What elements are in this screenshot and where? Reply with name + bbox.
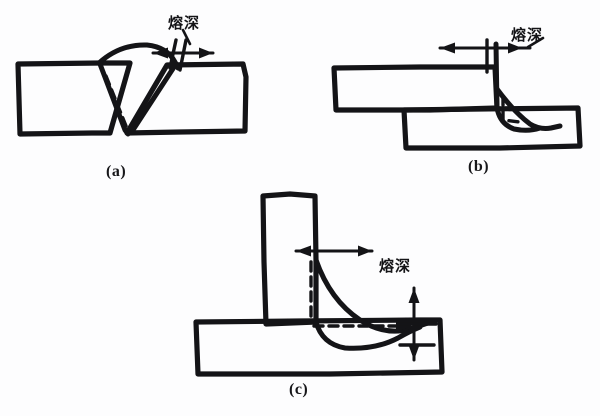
- panel-b-drawing: [331, 36, 583, 151]
- panel-c-drawing: [193, 191, 445, 377]
- panel-c-weld-bead: [313, 257, 431, 334]
- panel-b-weld-toe: [494, 105, 543, 133]
- panel-b-penetration-label: 熔深: [511, 26, 544, 44]
- panel-c-horizontal-plate: [193, 317, 445, 377]
- panel-a-groove-dashed-right: [132, 74, 170, 128]
- panel-a-leader-line: [181, 28, 192, 46]
- panel-c-penetration-label: 熔深: [379, 257, 412, 275]
- panel-c-arrowhead-v-top: [408, 288, 420, 303]
- panel-b-leader-line: [526, 36, 545, 49]
- panel-b-caption: (b): [468, 158, 490, 175]
- panel-b-upper-plate: [331, 64, 500, 113]
- panel-b-upper-plate-edge: [493, 41, 500, 111]
- panel-c-weld-toe: [313, 319, 423, 351]
- panel-a-caption: (a): [106, 163, 127, 180]
- panel-a-arrowhead-left: [153, 47, 168, 59]
- panel-a-witness-tick-right: [178, 38, 188, 72]
- panel-a-right-plate: [124, 61, 249, 136]
- panel-a-fusion-line-left: [97, 61, 131, 137]
- panel-c-arrowhead-h-left: [296, 245, 311, 257]
- panel-b-weld-bead: [494, 86, 563, 131]
- panel-a-groove-dashed-left: [104, 74, 128, 128]
- panel-c-arrowhead-h-right: [358, 245, 372, 257]
- panel-a-witness-tick-left: [168, 38, 178, 70]
- panel-b-lower-plate: [401, 105, 583, 151]
- panel-b-arrowhead-left: [440, 42, 455, 54]
- panel-c-caption: (c): [289, 381, 309, 398]
- panel-b-penetration-dashed: [501, 94, 522, 124]
- panel-a-arrowhead-right: [199, 47, 213, 59]
- panel-a-drawing: [15, 28, 249, 137]
- panel-c-arrowhead-v-bottom: [408, 345, 420, 360]
- panel-a-fusion-line-right: [128, 61, 179, 136]
- panel-a-penetration-label: 熔深: [168, 14, 201, 32]
- panel-c-vertical-plate: [260, 191, 319, 327]
